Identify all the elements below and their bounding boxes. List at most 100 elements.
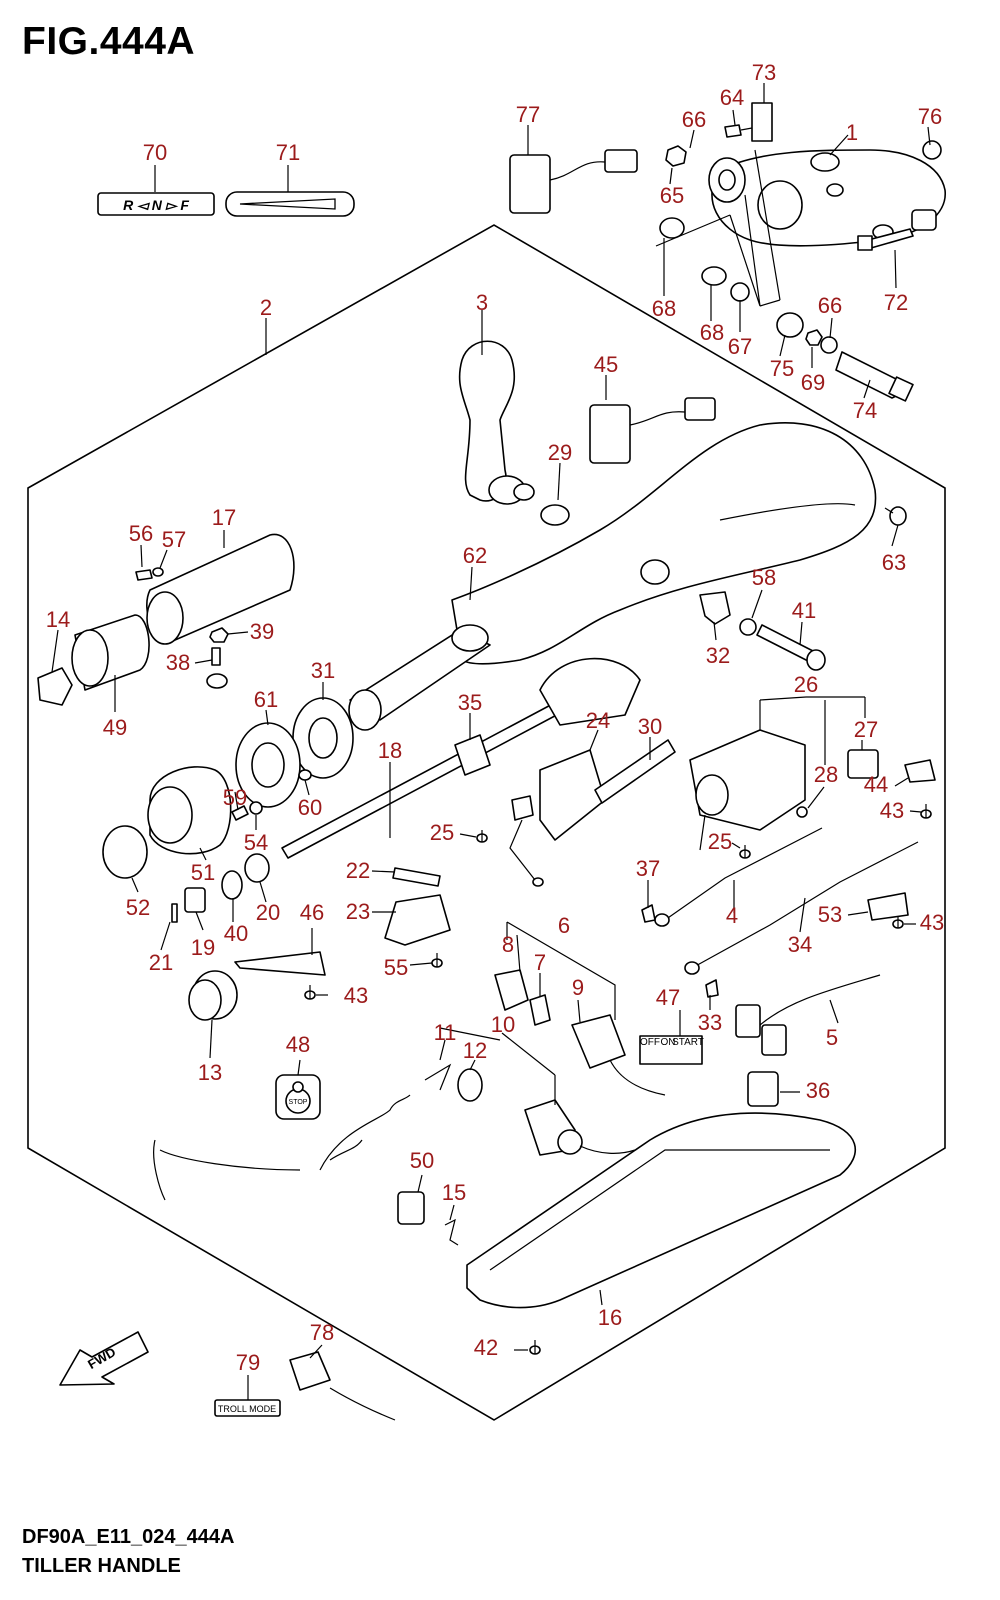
callout: 49 — [103, 715, 127, 740]
screw-43c — [304, 985, 316, 1000]
callout: 40 — [224, 921, 248, 946]
callout: 41 — [792, 598, 816, 623]
callout: 31 — [311, 658, 335, 683]
callout: 50 — [410, 1148, 434, 1173]
callout: 73 — [752, 60, 776, 85]
washer-66 — [820, 336, 838, 354]
handle-grommet — [640, 559, 670, 585]
throttle-housing — [539, 657, 641, 726]
callout: 39 — [250, 619, 274, 644]
callout: 61 — [254, 687, 278, 712]
screw-25-left — [476, 830, 488, 843]
bracket-53 — [867, 892, 909, 921]
callout: 51 — [191, 860, 215, 885]
callout: 54 — [244, 830, 268, 855]
ignition-decal: OFF ON START — [639, 1035, 704, 1065]
washer-58 — [739, 618, 757, 636]
switch-connector-45 — [589, 397, 716, 464]
callout: 15 — [442, 1180, 466, 1205]
stop-switch-decal: STOP — [275, 1074, 321, 1120]
callout: 55 — [384, 955, 408, 980]
bracket-44 — [904, 759, 936, 783]
callout: 13 — [198, 1060, 222, 1085]
callout: 76 — [918, 104, 942, 129]
nut-65 — [665, 145, 687, 167]
spring-clip-15 — [444, 1218, 459, 1246]
harness-connector-5a — [735, 1004, 761, 1038]
callout: 71 — [276, 140, 300, 165]
harness-connector-5b — [761, 1024, 787, 1056]
fwd-arrow-icon: FWD — [59, 1331, 149, 1386]
callout: 75 — [770, 356, 794, 381]
connector-36 — [747, 1071, 779, 1107]
callout: 60 — [298, 795, 322, 820]
bolt-72 — [857, 228, 914, 251]
screw-56 — [135, 569, 153, 581]
callout: 9 — [572, 975, 584, 1000]
tiller-handle-body — [451, 422, 877, 665]
callout: 59 — [223, 785, 247, 810]
stop-decal-text: STOP — [289, 1099, 308, 1106]
screw-42 — [529, 1340, 541, 1355]
collar-75 — [776, 312, 804, 338]
callout: 24 — [586, 708, 610, 733]
callout: 64 — [720, 85, 744, 110]
callout: 22 — [346, 858, 370, 883]
clip-33 — [705, 979, 719, 998]
callout: 19 — [191, 935, 215, 960]
callout: 12 — [463, 1038, 487, 1063]
troll-decal-text: TROLL MODE — [218, 1404, 276, 1414]
callout: 44 — [864, 772, 888, 797]
callout: 72 — [884, 290, 908, 315]
callout: 68 — [700, 320, 724, 345]
screw-43a — [920, 804, 932, 819]
shift-decal-text: R ◅ N ▻ F — [123, 197, 189, 213]
lever-arm — [509, 819, 536, 881]
callout: 34 — [788, 932, 812, 957]
control-arm — [699, 814, 706, 851]
bushing-68b — [701, 266, 727, 286]
troll-wire — [329, 1387, 396, 1421]
callout: 62 — [463, 543, 487, 568]
bushing-76 — [922, 140, 942, 160]
callout: 56 — [129, 521, 153, 546]
ring-12 — [457, 1068, 483, 1102]
link-plate-30 — [594, 739, 676, 804]
ignition-off: OFF — [640, 1037, 660, 1048]
clip-11 — [424, 1063, 452, 1091]
assembly-frame — [27, 224, 946, 1421]
cover-50 — [397, 1191, 425, 1225]
callout: 26 — [794, 672, 818, 697]
plate-27 — [847, 749, 879, 779]
callout: 36 — [806, 1078, 830, 1103]
cable-4 — [664, 827, 823, 921]
clip-37 — [641, 904, 656, 923]
link-22 — [392, 867, 441, 887]
decal-plate-73 — [751, 102, 773, 142]
lanyard-clip — [153, 1139, 166, 1201]
callout: 30 — [638, 714, 662, 739]
ignition-switch-9 — [571, 1014, 626, 1069]
harness-5 — [759, 974, 881, 1026]
callout: 18 — [378, 738, 402, 763]
callout: 5 — [826, 1025, 838, 1050]
handle-contour — [719, 503, 856, 521]
shift-lever — [458, 340, 535, 505]
end-cap-14 — [37, 667, 73, 706]
callout: 74 — [853, 398, 877, 423]
end-cap-52 — [102, 825, 148, 879]
callout: 21 — [149, 950, 173, 975]
lower-case-16 — [466, 1112, 857, 1309]
throttle-grip-17 — [146, 533, 295, 645]
callout: 43 — [880, 798, 904, 823]
callout: 66 — [818, 293, 842, 318]
bracket-23 — [384, 894, 451, 946]
ignition-wire — [609, 1059, 666, 1096]
callout-bracket-6 — [506, 921, 616, 1020]
callout: 23 — [346, 899, 370, 924]
bracket-46 — [234, 951, 326, 976]
callout: 63 — [882, 550, 906, 575]
callout: 25 — [430, 820, 454, 845]
connector-housing-top — [509, 149, 638, 214]
rod-bracket-35 — [454, 734, 491, 776]
